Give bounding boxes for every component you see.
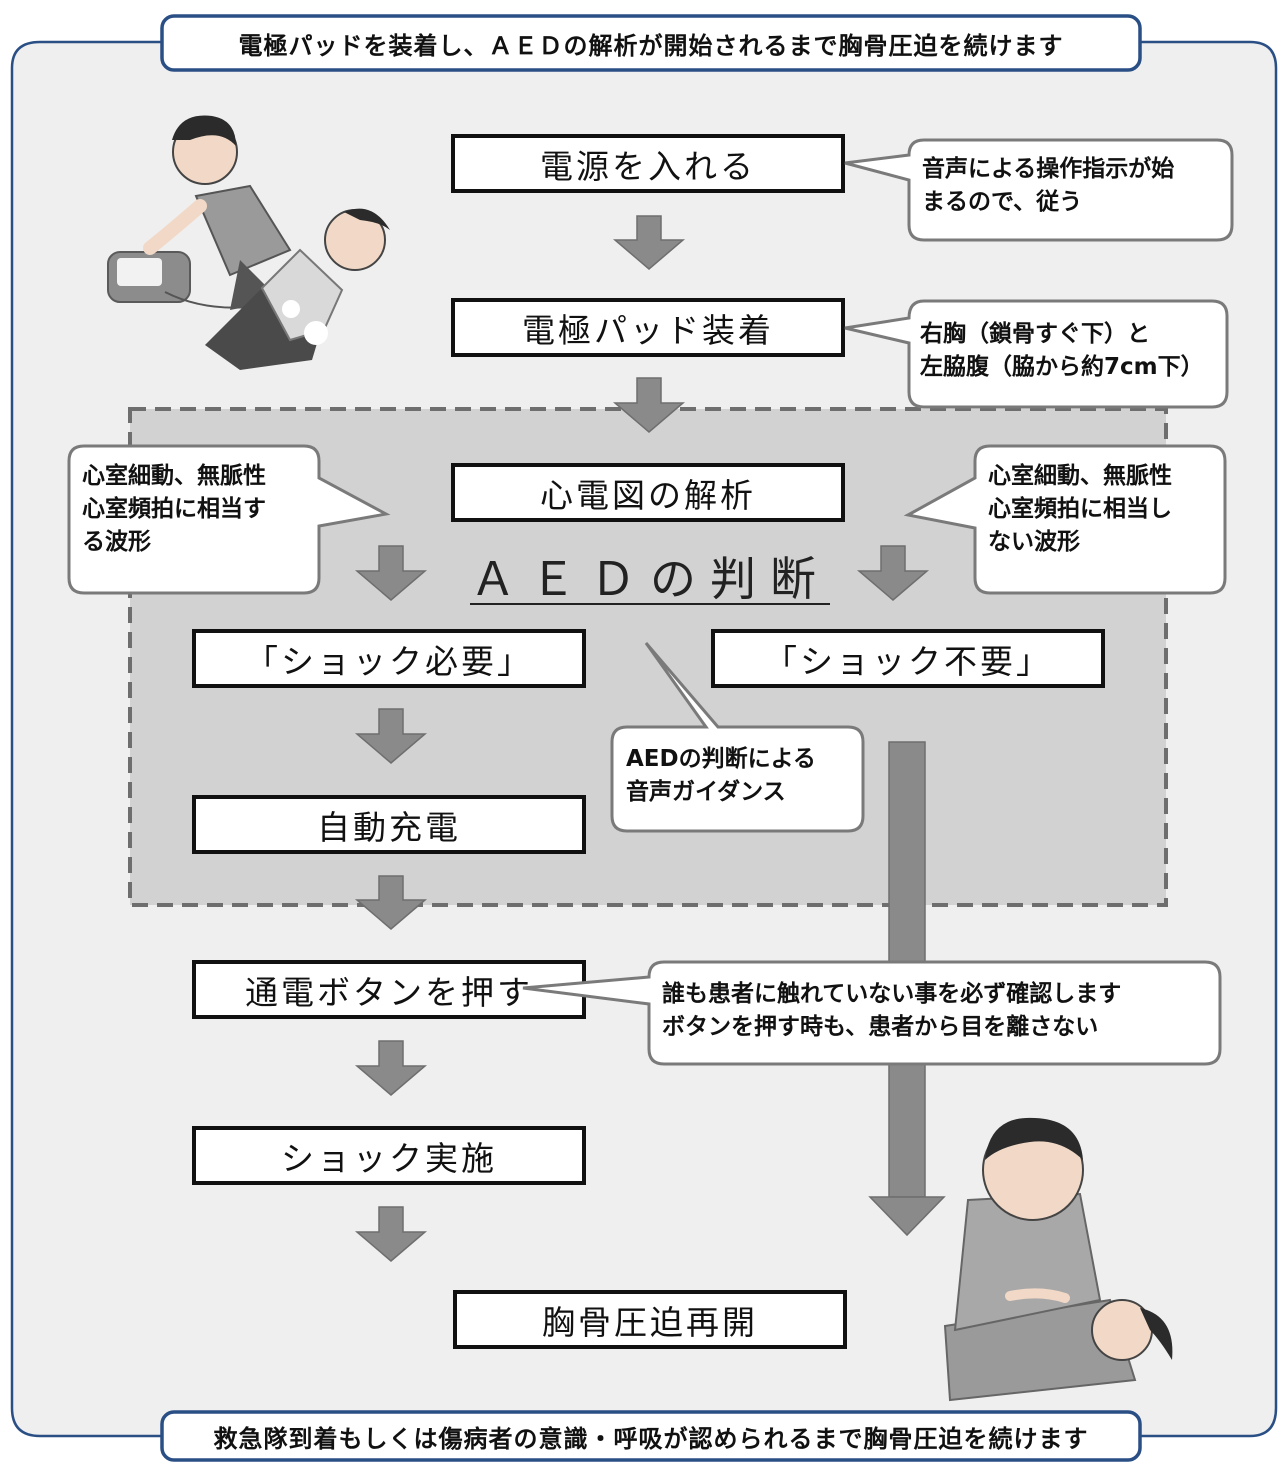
callout-line: 音声による操作指示が始 — [922, 156, 1175, 182]
down-arrow — [612, 377, 686, 433]
down-arrow — [856, 545, 930, 601]
callout-shockable-rhythm: 心室細動、無脈性 心室頻拍に相当す る波形 — [82, 460, 266, 559]
step-ecg-analysis: 心電図の解析 — [540, 475, 756, 515]
callout-voice-bubble — [844, 138, 1234, 242]
step-shock-needed: 「ショック必要」 — [245, 641, 533, 681]
step-resume-chest-compressions: 胸骨圧迫再開 — [542, 1302, 758, 1342]
down-arrow — [354, 1206, 428, 1262]
callout-safety-check: 誰も患者に触れていない事を必ず確認します ボタンを押す時も、患者から目を離さない — [662, 978, 1121, 1044]
rescuer-aed-illustration — [107, 115, 390, 370]
aed-decision-title: ＡＥＤの判断 — [470, 552, 830, 606]
down-arrow — [354, 545, 428, 601]
step-box-power-on — [451, 134, 845, 193]
callout-line: 右胸（鎖骨すぐ下）と — [920, 321, 1150, 347]
down-arrow — [354, 708, 428, 764]
bottom-banner-box — [160, 1410, 1142, 1462]
callout-line: AEDの判断による — [626, 746, 816, 772]
callout-shockable-bubble — [67, 444, 391, 595]
callout-line: 心室頻拍に相当し — [988, 496, 1172, 522]
callout-voice-guidance: AEDの判断による 音声ガイダンス — [626, 743, 816, 809]
step-power-on: 電源を入れる — [540, 146, 756, 186]
step-shock-not-needed: 「ショック不要」 — [764, 641, 1052, 681]
callout-line: 左脇腹（脇から約7cm下） — [920, 354, 1204, 380]
top-banner-box — [160, 14, 1142, 72]
step-box-attach-pads — [451, 298, 845, 357]
callout-line: ボタンを押す時も、患者から目を離さない — [662, 1014, 1099, 1040]
step-attach-pads: 電極パッド装着 — [522, 310, 774, 350]
callout-pads-bubble — [844, 299, 1229, 409]
step-box-press-button — [192, 960, 586, 1019]
bottom-banner: 救急隊到着もしくは傷病者の意識・呼吸が認められるまで胸骨圧迫を続けます — [213, 1424, 1089, 1453]
step-press-shock-button: 通電ボタンを押す — [245, 972, 533, 1012]
callout-non-shockable-bubble — [903, 444, 1227, 595]
callout-voice-instructions: 音声による操作指示が始 まるので、従う — [922, 153, 1174, 219]
callout-line: 心室頻拍に相当す — [82, 496, 266, 522]
down-arrow — [354, 1040, 428, 1096]
callout-pad-placement: 右胸（鎖骨すぐ下）と 左脇腹（脇から約7cm下） — [920, 318, 1204, 384]
down-arrow — [354, 875, 428, 930]
callout-non-shockable-rhythm: 心室細動、無脈性 心室頻拍に相当し ない波形 — [988, 460, 1172, 559]
step-deliver-shock: ショック実施 — [281, 1138, 497, 1178]
step-box-deliver-shock — [192, 1126, 586, 1185]
step-auto-charge: 自動充電 — [317, 807, 461, 847]
down-arrow — [612, 215, 686, 270]
callout-line: ない波形 — [988, 529, 1080, 555]
cpr-illustration — [943, 1117, 1173, 1402]
step-box-auto-charge — [192, 795, 586, 854]
step-box-shock-needed — [192, 629, 586, 688]
callout-line: 誰も患者に触れていない事を必ず確認します — [662, 981, 1122, 1007]
step-box-shock-not-needed — [711, 629, 1105, 688]
callout-line: 心室細動、無脈性 — [988, 463, 1172, 489]
callout-line: 心室細動、無脈性 — [82, 463, 266, 489]
step-box-resume-cpr — [453, 1290, 847, 1349]
step-box-ecg-analysis — [451, 463, 845, 522]
top-banner: 電極パッドを装着し、ＡＥＤの解析が開始されるまで胸骨圧迫を続けます — [238, 31, 1064, 60]
callout-safety-bubble — [522, 960, 1222, 1066]
callout-line: る波形 — [82, 529, 151, 555]
callout-line: 音声ガイダンス — [626, 779, 786, 805]
callout-line: まるので、従う — [922, 189, 1083, 215]
callout-guidance-bubble — [610, 642, 865, 833]
